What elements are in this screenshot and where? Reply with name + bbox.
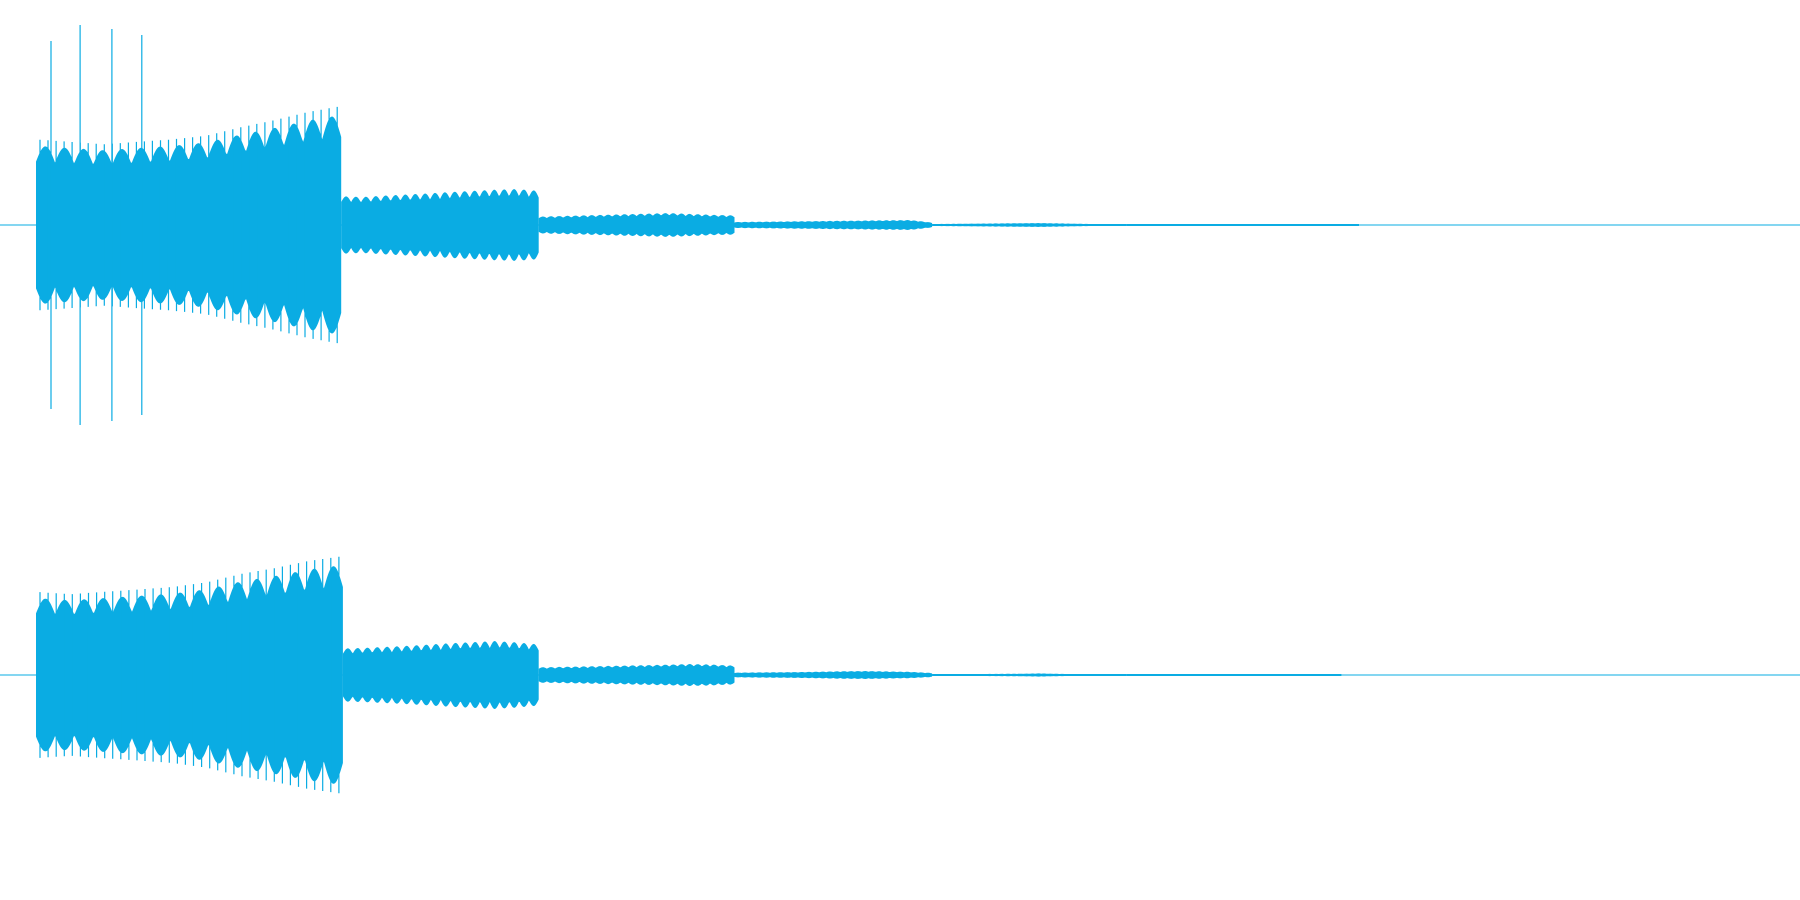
channel-1-segment-2 [341, 189, 539, 261]
channel-1-segment-6 [1126, 224, 1359, 226]
channel-1-waveform [0, 25, 1800, 425]
channel-2-waveform [0, 556, 1800, 794]
channel-1-segment-1 [36, 116, 342, 334]
channel-2-segment-4 [734, 671, 933, 679]
channel-2-segment-2 [342, 641, 539, 709]
channel-1-segment-5 [932, 223, 1127, 227]
channel-2-segment-3 [538, 664, 735, 686]
channel-2-segment-5 [932, 673, 1127, 677]
channel-1-segment-3 [538, 213, 735, 237]
channel-2-segment-6 [1126, 674, 1342, 676]
channel-1-segment-4 [734, 220, 933, 230]
channel-2-segment-1 [36, 566, 343, 784]
